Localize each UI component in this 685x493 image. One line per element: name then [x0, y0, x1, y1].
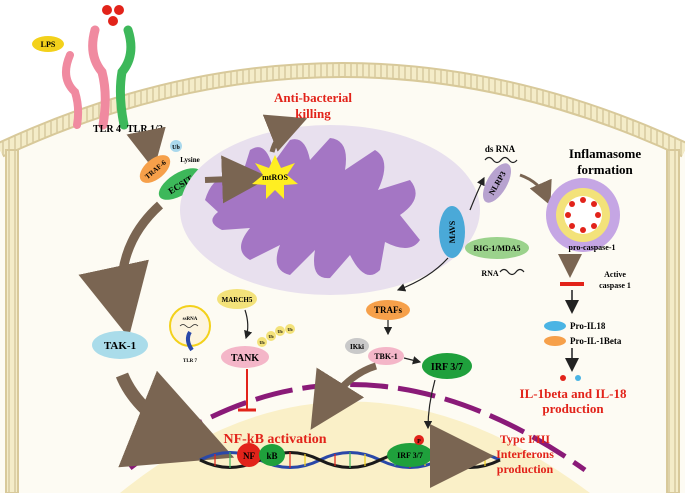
mavs-to-trafs-arrow [396, 257, 449, 292]
rna-label: RNA [481, 269, 499, 278]
trafs-label: TRAFs [374, 305, 402, 315]
tlr2-receptor [88, 25, 110, 130]
march5-label: MARCH5 [222, 296, 253, 304]
active-caspase-bar [560, 282, 584, 286]
irf37-node [422, 353, 472, 379]
pro-il1b-node [544, 336, 566, 346]
tlr4-receptor [62, 51, 83, 129]
tbk1-to-nfkb-arrow [310, 362, 378, 430]
tlr7-label: TLR 7 [183, 359, 198, 364]
tlr12-label: TLR 1/2 [127, 124, 163, 135]
pro-il18-label: Pro-IL18 [570, 321, 606, 331]
membrane-right [666, 149, 680, 493]
traf6-node [139, 155, 171, 183]
mtros-label: mtROS [262, 173, 288, 182]
lysine-label: Lysine [180, 156, 199, 164]
membrane-left [5, 149, 19, 493]
ecsit-to-mtros-arrow [204, 155, 270, 204]
march5-node [217, 289, 257, 309]
pro-il1b-label: Pro-IL-1Beta [570, 336, 622, 346]
rna-strand [499, 268, 525, 276]
tbk1-to-irf-arrow [403, 356, 422, 365]
mavs-to-nlrp3-arrow [469, 176, 485, 211]
mavs-node [439, 206, 465, 258]
tank-ub2: Ub [268, 334, 274, 339]
antibacterial-line1: Anti-bacterial [274, 90, 352, 105]
ikki-node [345, 338, 369, 354]
lps-badge [32, 36, 64, 52]
irf37-nuclear-node [387, 443, 433, 467]
rig1-node [465, 237, 529, 259]
antibacterial-line2: killing [295, 106, 331, 121]
tak1-node [92, 331, 148, 359]
ssrna-label: ssRNA [183, 317, 198, 322]
ikki-label: IKki [350, 343, 364, 351]
ecsit-node [158, 168, 202, 200]
il-output-line2: production [542, 401, 604, 416]
inflammasome-complex [546, 178, 620, 252]
tbk1-node [368, 347, 404, 365]
tak1-label: TAK-1 [104, 340, 136, 352]
tank-ub-chain [257, 324, 295, 347]
mtros-to-killing-arrow [262, 114, 308, 153]
tank-ub3: Ub [277, 329, 283, 334]
tlr-to-traf6-arrow [126, 126, 166, 170]
kb-label: kB [266, 451, 277, 461]
tlr1-receptor [115, 25, 136, 130]
tlr7-receptor [185, 330, 194, 352]
mavs-label: MAVS [448, 220, 457, 243]
tank-node [221, 346, 269, 368]
tbk1-label: TBK-1 [374, 352, 398, 361]
tlr4-label: TLR 4 [93, 124, 121, 135]
lps-label: LPS [41, 40, 56, 49]
ecsit-to-tak1-arrow [78, 201, 164, 338]
dsrna-label: ds RNA [485, 144, 516, 154]
ifn-line2: Interferons [496, 447, 554, 461]
nlrp3-to-inflammasome-arrow [519, 173, 552, 206]
march5-to-tank-arrow [244, 309, 253, 340]
il-output-line1: IL-1beta and IL-18 [520, 386, 627, 401]
active-caspase-line1: Active [604, 270, 626, 279]
nf-subunit [237, 443, 261, 467]
lps-molecule [102, 5, 124, 26]
tak1-to-nfkb-arrow [115, 370, 235, 468]
tank-label: TANK [231, 353, 259, 364]
ub-node [170, 140, 182, 152]
mtros-burst [252, 155, 298, 199]
trafs-node [366, 300, 410, 320]
irf-to-nucleus-arrow [423, 379, 436, 430]
active-caspase-line2: caspase 1 [599, 281, 631, 290]
nlrp3-node [483, 163, 511, 203]
inflammasome-title1: Inflamasome [569, 146, 641, 161]
nf-label: NF [243, 451, 255, 461]
inflammasome-title2: formation [577, 162, 633, 177]
dsrna-strand [484, 156, 518, 164]
tank-ub1: Ub [259, 340, 265, 345]
kb-subunit [259, 444, 285, 466]
pro-caspase-label: pro-caspase-1 [569, 243, 616, 252]
tank-ub4: Ub [287, 327, 293, 332]
pro-il18-node [544, 321, 566, 331]
phospho-label: P [417, 439, 421, 445]
phospho-marker [414, 435, 424, 445]
ifn-line3: production [497, 462, 554, 476]
irf37-label: IRF 3/7 [431, 362, 463, 373]
ssrna-strand [179, 324, 199, 328]
cell-membrane-lipid [0, 64, 685, 156]
ifn-line1: Type I/III [500, 432, 550, 446]
irf37-nuclear-label: IRF 3/7 [397, 451, 423, 460]
ub-label: Ub [172, 145, 180, 151]
ssrna-compartment [169, 305, 211, 347]
rig1-label: RIG-1/MDA5 [473, 244, 520, 253]
